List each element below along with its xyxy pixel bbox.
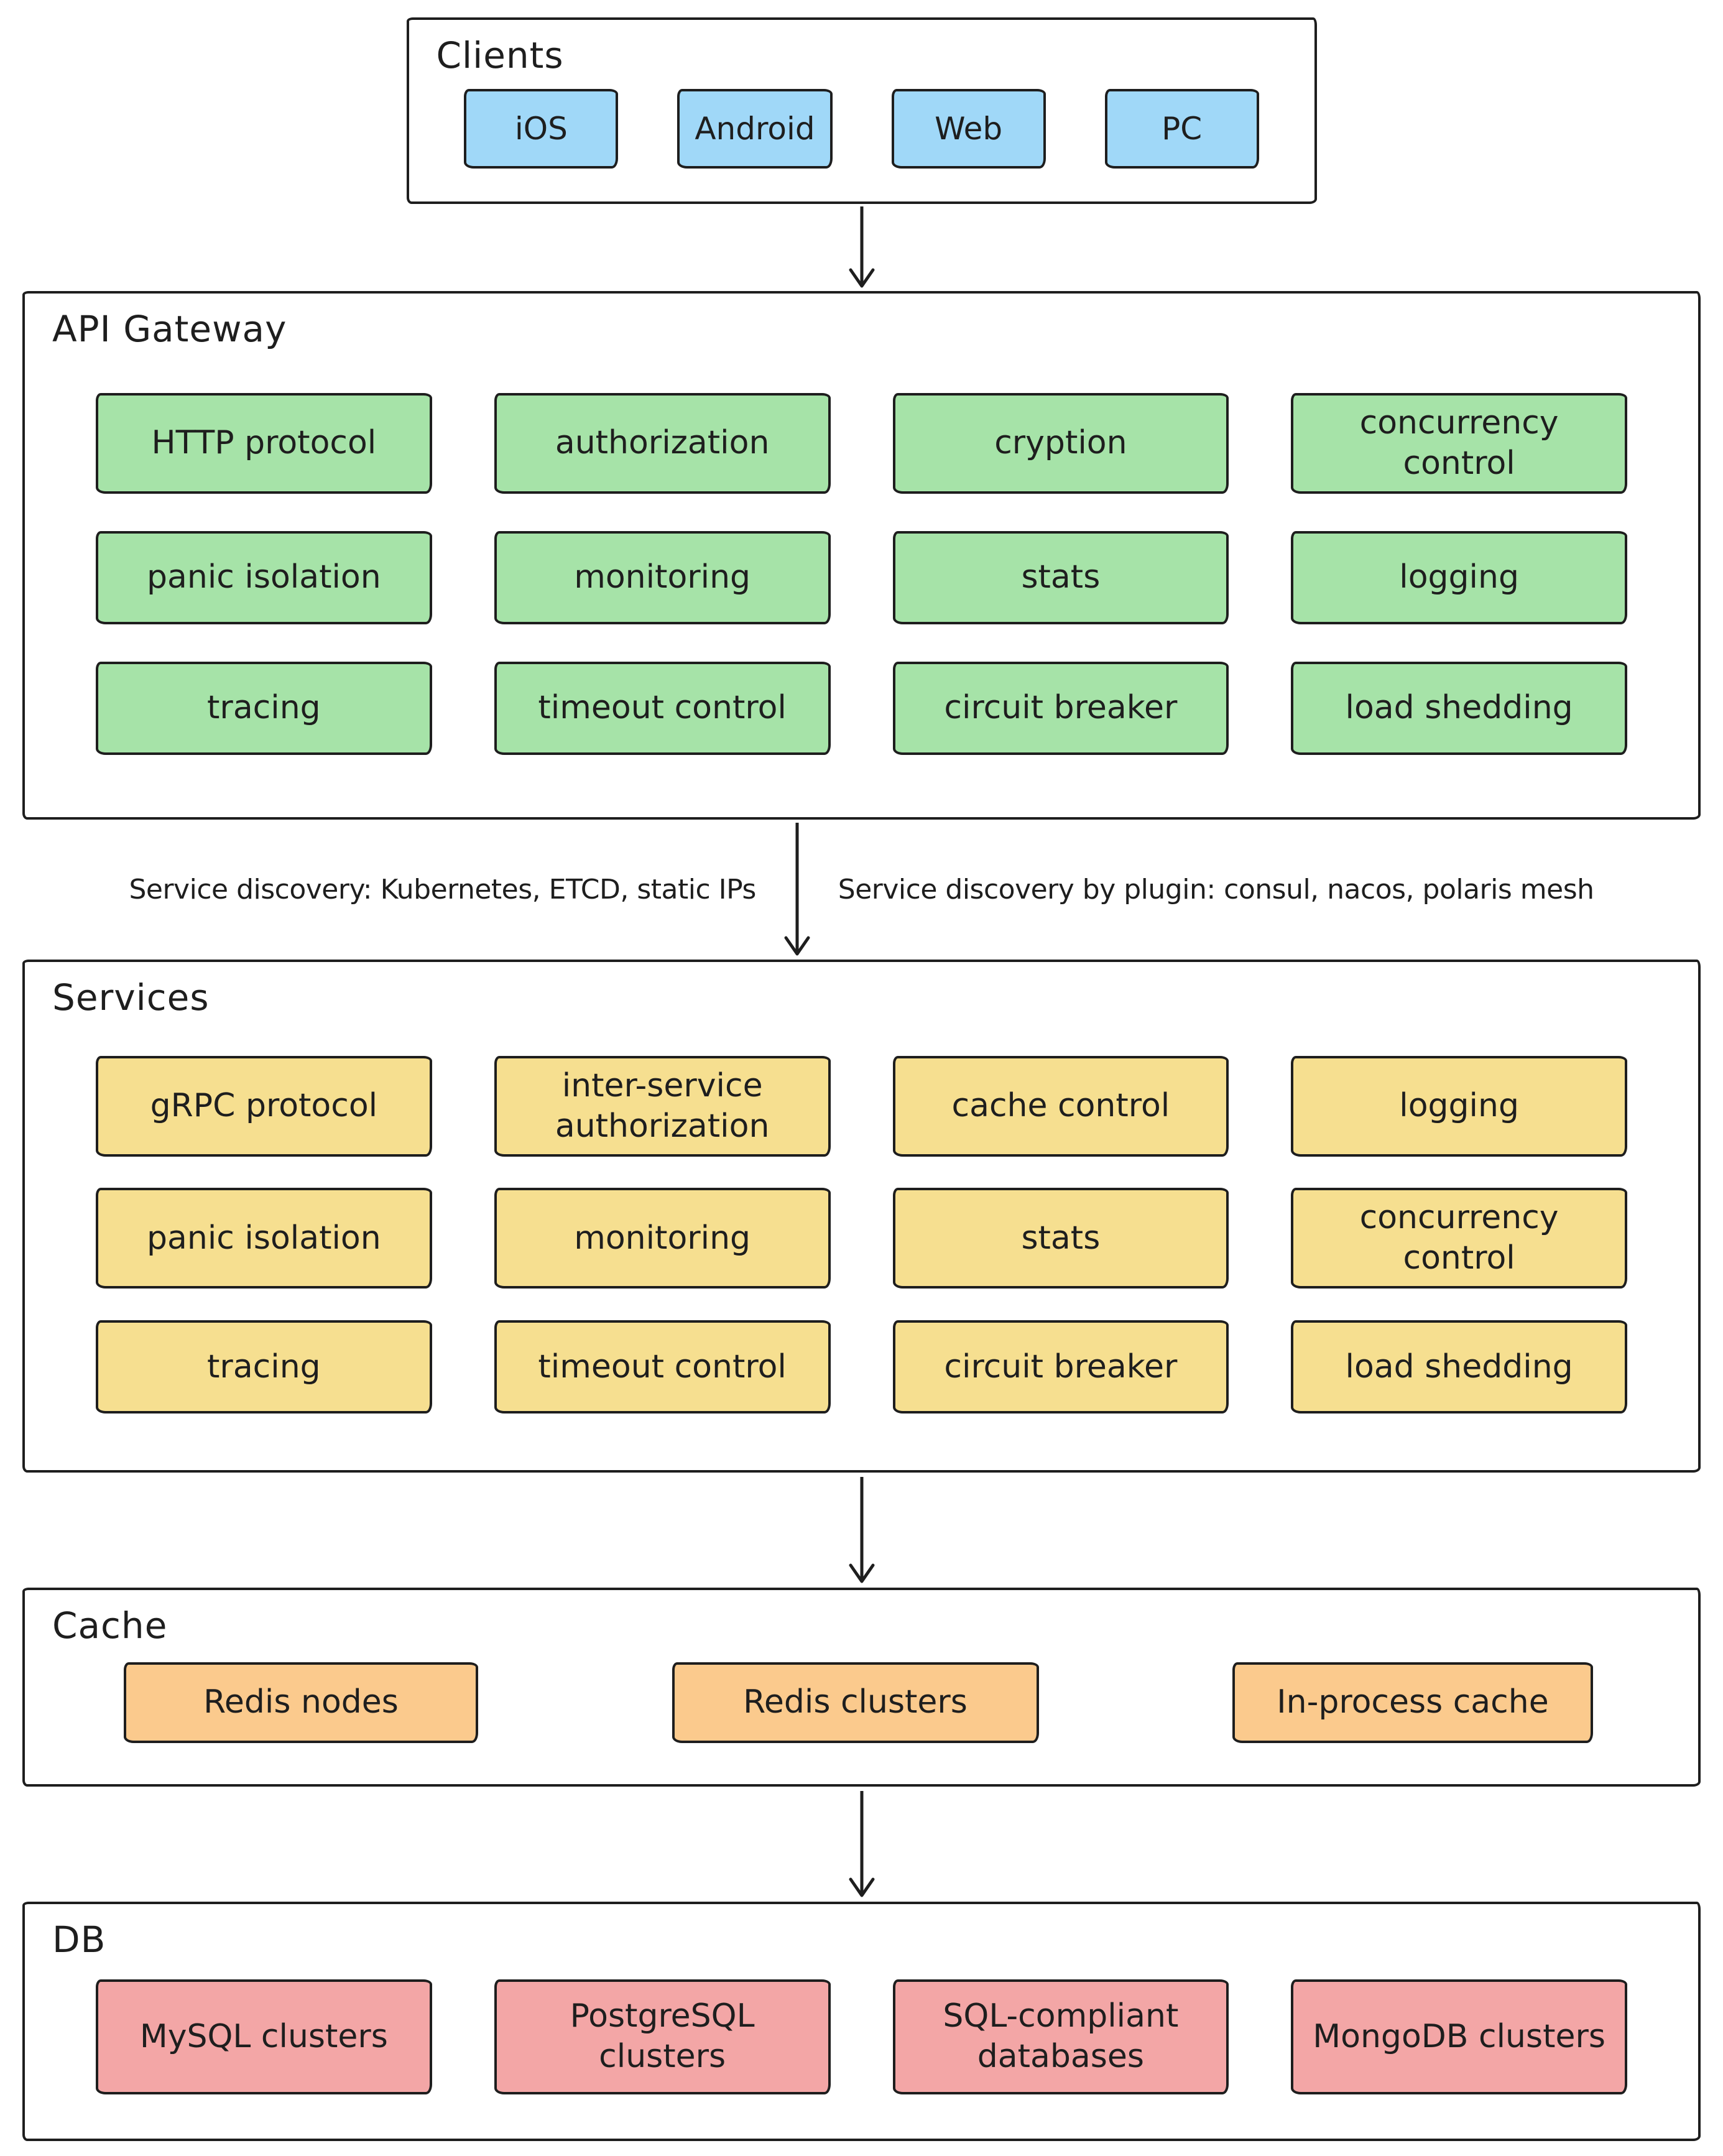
arrow-down-icon: [843, 1473, 880, 1588]
gateway-item: monitoring: [494, 530, 831, 624]
gateway-item: timeout control: [494, 661, 831, 755]
cache-section: Cache Redis nodes Redis clusters In-proc…: [22, 1588, 1701, 1787]
db-grid: MySQL clusters PostgreSQL clusters SQL-c…: [52, 1960, 1671, 2114]
cache-item: Redis clusters: [672, 1662, 1039, 1743]
services-item: monitoring: [494, 1188, 831, 1289]
service-discovery-left-label: Service discovery: Kubernetes, ETCD, sta…: [129, 874, 756, 905]
services-item: timeout control: [494, 1320, 831, 1414]
clients-item: Android: [677, 88, 833, 169]
cache-row: Redis nodes Redis clusters In-process ca…: [52, 1646, 1671, 1759]
db-title: DB: [52, 1918, 106, 1961]
services-item: gRPC protocol: [96, 1055, 432, 1157]
services-item: load shedding: [1291, 1320, 1627, 1414]
api-gateway-section: API Gateway HTTP protocol authorization …: [22, 291, 1701, 820]
gateway-item: tracing: [96, 661, 432, 755]
services-item: panic isolation: [96, 1188, 432, 1289]
services-item: tracing: [96, 1320, 432, 1414]
services-grid: gRPC protocol inter-service authorizatio…: [52, 1018, 1671, 1445]
services-item: concurrency control: [1291, 1188, 1627, 1289]
services-title: Services: [52, 976, 210, 1019]
arrow-down-icon: [843, 1787, 880, 1902]
service-discovery-right-label: Service discovery by plugin: consul, nac…: [838, 874, 1594, 905]
db-section: DB MySQL clusters PostgreSQL clusters SQ…: [22, 1902, 1701, 2141]
gateway-item: authorization: [494, 392, 831, 494]
gateway-item: logging: [1291, 530, 1627, 624]
clients-item: Web: [891, 88, 1046, 169]
clients-section: Clients iOS Android Web PC: [406, 17, 1317, 204]
cache-item: In-process cache: [1232, 1662, 1593, 1743]
db-item: MongoDB clusters: [1291, 1979, 1627, 2094]
clients-title: Clients: [436, 34, 564, 76]
services-item: stats: [892, 1188, 1229, 1289]
gateway-item: concurrency control: [1291, 392, 1627, 494]
api-gateway-grid: HTTP protocol authorization cryption con…: [52, 349, 1671, 792]
clients-item: iOS: [464, 88, 619, 169]
cache-title: Cache: [52, 1604, 168, 1647]
gateway-item: stats: [892, 530, 1229, 624]
services-item: circuit breaker: [892, 1320, 1229, 1414]
clients-item: PC: [1104, 88, 1259, 169]
services-item: inter-service authorization: [494, 1055, 831, 1157]
clients-row: iOS Android Web PC: [437, 76, 1287, 177]
gateway-item: load shedding: [1291, 661, 1627, 755]
gateway-item: circuit breaker: [892, 661, 1229, 755]
arrow-down-icon: [778, 823, 816, 956]
service-discovery-row: Service discovery: Kubernetes, ETCD, sta…: [22, 820, 1701, 960]
gateway-item: cryption: [892, 392, 1229, 494]
services-section: Services gRPC protocol inter-service aut…: [22, 960, 1701, 1473]
arrow-down-icon: [843, 204, 880, 291]
gateway-item: panic isolation: [96, 530, 432, 624]
db-item: SQL-compliant databases: [892, 1979, 1229, 2094]
services-item: cache control: [892, 1055, 1229, 1157]
db-item: MySQL clusters: [96, 1979, 432, 2094]
api-gateway-title: API Gateway: [52, 308, 287, 350]
gateway-item: HTTP protocol: [96, 392, 432, 494]
cache-item: Redis nodes: [124, 1662, 478, 1743]
db-item: PostgreSQL clusters: [494, 1979, 831, 2094]
services-item: logging: [1291, 1055, 1627, 1157]
